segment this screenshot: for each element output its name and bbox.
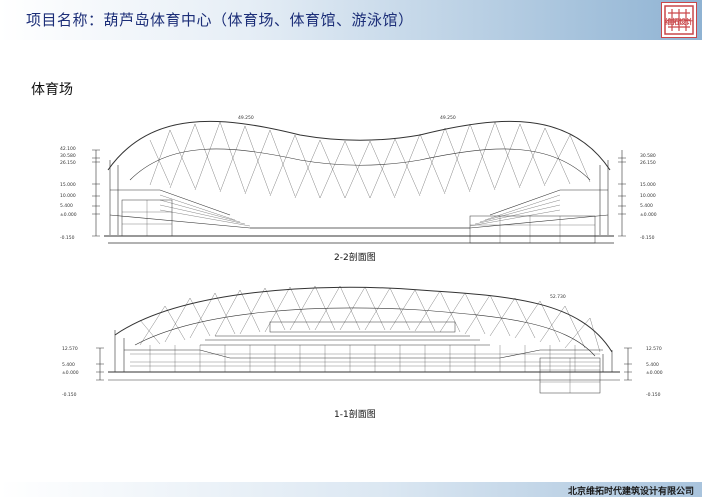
section-1-1-caption: 1-1剖面图	[334, 410, 376, 420]
logo-text: 维拓设计	[665, 17, 693, 26]
right-elev-6: ±0.000	[640, 212, 657, 218]
right-elev-7: -0.150	[640, 235, 655, 241]
right-elev-5: 5.400	[640, 203, 653, 209]
left-elev-1: 42.100	[60, 146, 76, 152]
left-elev-1-1d: -0.150	[62, 392, 77, 398]
roof-mark-top: 52.730	[550, 294, 566, 300]
footer-bar	[0, 482, 702, 497]
left-elev-6: 5.400	[60, 203, 73, 209]
left-elev-4: 15.000	[60, 182, 76, 188]
right-elev-4: 10.000	[640, 193, 656, 199]
header-bar: 项目名称：葫芦岛体育中心（体育场、体育馆、游泳馆） 维拓设计	[0, 0, 702, 40]
logo-mark-icon: 维拓设计	[664, 5, 694, 35]
left-elev-2: 30.580	[60, 153, 76, 159]
section-1-1-drawing	[96, 285, 632, 394]
right-elev-1-1d: -0.150	[646, 392, 661, 398]
left-elev-3: 26.150	[60, 160, 76, 166]
section-2-2-caption: 2-2剖面图	[334, 253, 376, 263]
roof-truss	[149, 121, 591, 199]
company-name: 北京维拓时代建筑设计有限公司	[567, 487, 694, 497]
section-title: 体育场	[31, 82, 73, 98]
company-logo: 维拓设计	[661, 2, 697, 38]
section-1-1-labels: 52.730 12.570 5.400 ±0.000 -0.150 12.570…	[62, 294, 663, 398]
right-elev-1-1b: 5.400	[646, 362, 659, 368]
project-title: 项目名称：葫芦岛体育中心（体育场、体育馆、游泳馆）	[26, 11, 414, 29]
roof-mark-left: 49.250	[238, 115, 254, 121]
right-elev-1: 30.580	[640, 153, 656, 159]
right-elev-3: 15.000	[640, 182, 656, 188]
section-2-2-drawing	[92, 120, 626, 244]
left-elev-8: -0.150	[60, 235, 75, 241]
left-elev-1-1c: ±0.000	[62, 370, 79, 376]
left-elev-1-1b: 5.400	[62, 362, 75, 368]
left-elev-7: ±0.000	[60, 212, 77, 218]
right-elev-1-1a: 12.570	[646, 346, 662, 352]
section-2-2-labels: 49.250 49.250 42.100 30.580 26.150 15.00…	[60, 115, 657, 241]
left-elev-1-1a: 12.570	[62, 346, 78, 352]
right-elev-2: 26.150	[640, 160, 656, 166]
right-elev-1-1c: ±0.000	[646, 370, 663, 376]
roof-truss-1-1	[139, 285, 601, 353]
left-elev-5: 10.000	[60, 193, 76, 199]
roof-mark-right: 49.250	[440, 115, 456, 121]
